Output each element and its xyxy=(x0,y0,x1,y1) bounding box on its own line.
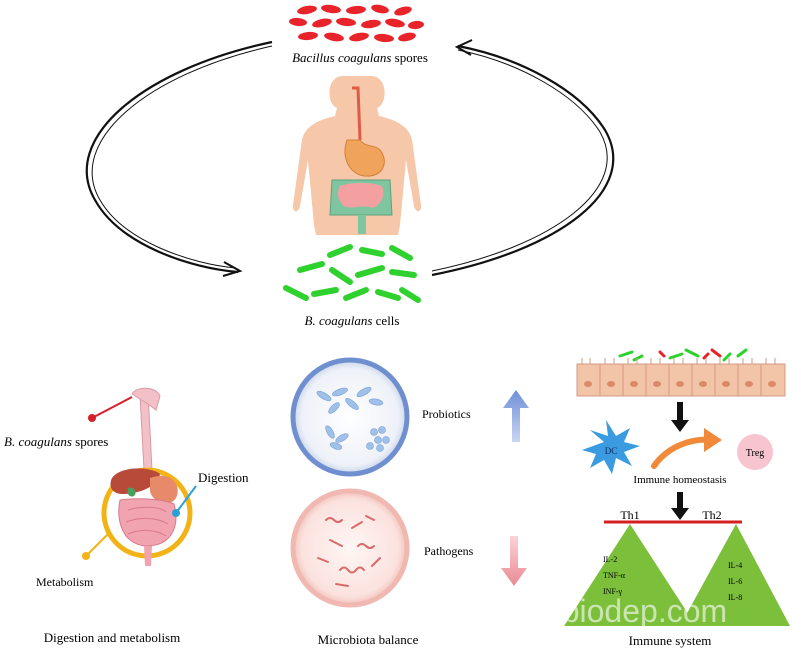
th1-label: Th1 xyxy=(620,508,639,522)
probiotic-bacteria-icon xyxy=(316,386,390,452)
stomach-icon xyxy=(150,475,178,504)
cells-label-rest: cells xyxy=(372,313,399,328)
digestion-spores-rest: spores xyxy=(72,434,108,449)
spores-label-italic: Bacillus coagulans xyxy=(292,50,391,65)
pathogens-label: Pathogens xyxy=(424,544,474,558)
digestion-caption: Digestion and metabolism xyxy=(44,630,180,645)
liver-icon xyxy=(110,468,160,494)
immune-panel: DC Treg Immune homeostasis Th1 Th2 IL-2 … xyxy=(564,348,790,648)
digestion-pointer xyxy=(172,485,197,517)
metabolism-pointer xyxy=(82,533,109,560)
intestinal-epithelium xyxy=(576,358,786,397)
th1-cytokines: IL-2 TNF-α INF-γ xyxy=(603,555,626,596)
th2-cytokine-3: IL-8 xyxy=(728,593,742,602)
cells-label-italic: B. coagulans xyxy=(305,313,373,328)
mouth-icon xyxy=(131,387,161,411)
rectum-icon xyxy=(144,546,152,566)
probiotics-label: Probiotics xyxy=(422,407,471,421)
th2-cytokine-2: IL-6 xyxy=(728,577,742,586)
spores-label-rest: spores xyxy=(391,50,427,65)
pathogens-down-arrow-icon xyxy=(501,536,527,586)
microbiota-panel: Probiotics Pathogens Microbiota balance xyxy=(290,357,529,647)
metabolism-label: Metabolism xyxy=(36,575,94,589)
digestion-metabolism-panel: B. coagulans spores Digestion Metabolism… xyxy=(4,387,249,645)
pathogens-plate xyxy=(290,488,410,608)
spores-label: Bacillus coagulans spores xyxy=(292,50,428,65)
microbiota-caption: Microbiota balance xyxy=(318,632,419,647)
th2-cytokine-1: IL-4 xyxy=(728,561,742,570)
treg-cell-icon: Treg xyxy=(737,434,773,470)
lifecycle-cycle: Bacillus coagulans spores xyxy=(85,4,615,328)
homeostasis-arrow-icon xyxy=(651,428,722,469)
cells-label: B. coagulans cells xyxy=(305,313,400,328)
th2-triangle xyxy=(680,524,790,626)
immune-caption: Immune system xyxy=(629,633,712,648)
cycle-arrow-right xyxy=(431,39,615,277)
spores-cluster-icon xyxy=(289,4,424,43)
cycle-arrow-left xyxy=(85,40,273,277)
human-body-icon xyxy=(292,76,422,235)
cells-cluster-icon xyxy=(283,244,421,303)
probiotics-up-arrow-icon xyxy=(503,390,529,442)
th1-triangle xyxy=(564,524,696,626)
intestines-icon xyxy=(118,498,177,547)
treg-label: Treg xyxy=(746,448,765,459)
pathogen-bacteria-icon xyxy=(317,515,381,587)
th2-cytokines: IL-4 IL-6 IL-8 xyxy=(728,561,742,602)
th1-cytokine-1: IL-2 xyxy=(603,555,617,564)
digestion-spores-italic: B. coagulans xyxy=(4,434,72,449)
gallbladder-icon xyxy=(127,487,136,497)
th1-cytokine-3: INF-γ xyxy=(603,587,623,596)
digestion-spores-label: B. coagulans spores xyxy=(4,434,108,449)
digestion-label: Digestion xyxy=(198,470,249,485)
gut-bacteria-icon xyxy=(618,348,748,362)
homeostasis-label: Immune homeostasis xyxy=(633,474,726,486)
dc-label: DC xyxy=(605,446,618,456)
down-arrow-icon-1 xyxy=(671,402,689,432)
probiotics-plate xyxy=(290,357,410,477)
dendritic-cell-icon: DC xyxy=(582,420,640,474)
watermark: it.biodep.com xyxy=(537,593,727,629)
th2-label: Th2 xyxy=(702,508,721,522)
th1-cytokine-2: TNF-α xyxy=(603,571,626,580)
down-arrow-icon-2 xyxy=(671,492,689,520)
spores-pointer xyxy=(88,396,133,422)
